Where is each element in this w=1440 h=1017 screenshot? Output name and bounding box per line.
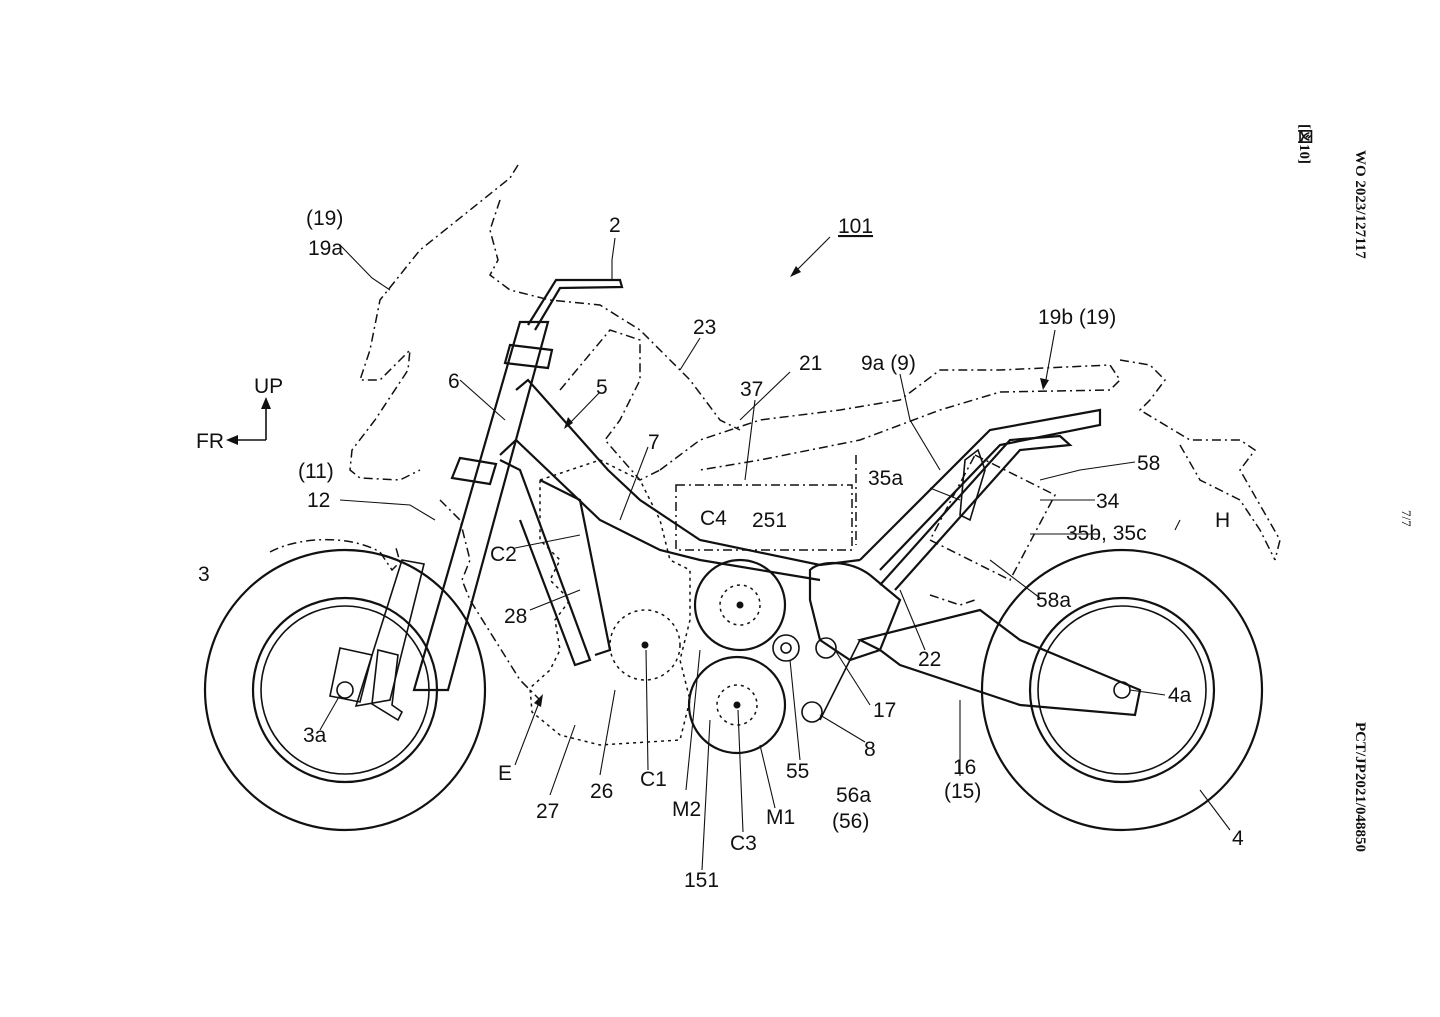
label-56a: 56a	[836, 784, 871, 807]
label-M1: M1	[766, 806, 795, 829]
label-17: 17	[873, 699, 896, 722]
battery-box-34	[928, 454, 1057, 581]
label-22: 22	[918, 648, 941, 671]
label-19a: 19a	[308, 237, 343, 260]
windscreen	[349, 164, 519, 481]
label-19: (19)	[306, 207, 343, 230]
label-4a: 4a	[1168, 684, 1192, 707]
label-19b: 19b (19)	[1038, 306, 1116, 329]
label-16: 16	[953, 756, 976, 779]
label-37: 37	[740, 378, 763, 401]
seat	[659, 364, 1121, 471]
pivot-17	[815, 637, 837, 659]
label-56: (56)	[832, 810, 869, 833]
front-fork	[329, 320, 554, 722]
label-35a: 35a	[868, 467, 903, 490]
label-23: 23	[693, 316, 716, 339]
rear-fender	[1179, 444, 1276, 561]
side-cover	[439, 499, 541, 701]
label-E: E	[498, 762, 512, 785]
label-C2: C2	[490, 543, 517, 566]
label-11: (11)	[298, 460, 334, 483]
label-9a: 9a (9)	[861, 352, 916, 375]
label-7: 7	[648, 431, 660, 454]
page-number: 7/7	[1399, 510, 1414, 527]
label-251: 251	[752, 509, 787, 532]
label-M2: M2	[672, 798, 701, 821]
label-3a: 3a	[303, 724, 327, 747]
label-58a: 58a	[1036, 589, 1071, 612]
label-34: 34	[1096, 490, 1120, 513]
label-C1: C1	[640, 768, 667, 791]
direction-indicator: UP FR	[196, 375, 283, 453]
label-21: 21	[799, 352, 822, 375]
label-101: 101	[838, 215, 873, 238]
label-C3: C3	[730, 832, 757, 855]
label-5: 5	[596, 376, 608, 399]
publication-number: WO 2023/127117	[1352, 150, 1368, 259]
motor-m1	[687, 655, 787, 755]
gear-c1	[609, 609, 681, 681]
front-cowl	[489, 199, 741, 431]
label-58: 58	[1137, 452, 1160, 475]
label-26: 26	[590, 780, 613, 803]
label-27: 27	[536, 800, 559, 823]
tank-cover	[559, 329, 661, 481]
application-number: PCT/JP2021/048850	[1352, 722, 1368, 852]
gear-c4	[693, 558, 787, 652]
label-2: 2	[609, 214, 621, 237]
label-35b-35c: 35b, 35c	[1066, 522, 1147, 545]
gear-55	[772, 634, 800, 662]
battery-37	[675, 484, 853, 551]
label-3: 3	[198, 563, 210, 586]
label-15: (15)	[944, 780, 981, 803]
handlebar	[527, 278, 624, 331]
swing-arm	[856, 608, 1142, 717]
direction-up-label: UP	[254, 375, 283, 398]
front-fender	[269, 538, 401, 572]
label-C4: C4	[700, 507, 727, 530]
label-55: 55	[786, 760, 809, 783]
leader-lines	[319, 236, 1231, 871]
pivot-56a	[801, 701, 823, 723]
label-8: 8	[864, 738, 876, 761]
engine-outline	[529, 459, 691, 746]
rear-cowl	[1119, 359, 1281, 561]
figure-label: [図10]	[1296, 124, 1313, 164]
rear-wheel	[980, 548, 1264, 832]
label-151: 151	[684, 869, 719, 892]
label-6: 6	[448, 370, 460, 393]
label-12: 12	[307, 489, 330, 512]
label-28: 28	[504, 605, 527, 628]
reference-labels: 101 2 (19) 19a 23 21 37 9a (9) 19b (19) …	[198, 207, 1244, 892]
label-4: 4	[1232, 827, 1244, 850]
direction-front-label: FR	[196, 430, 224, 453]
vehicle-frame	[499, 378, 1102, 667]
label-H: H	[1215, 509, 1230, 532]
